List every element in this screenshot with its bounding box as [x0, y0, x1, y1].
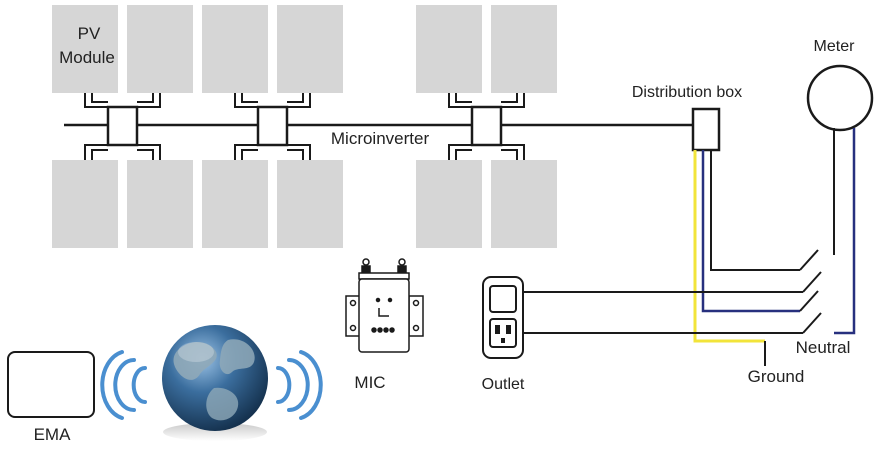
distribution-box	[691, 107, 721, 152]
pv-panel	[127, 160, 193, 248]
microinverter-1	[84, 93, 161, 160]
meter-label: Meter	[814, 38, 856, 55]
ground-label: Ground	[748, 367, 805, 386]
pv-panel	[202, 5, 268, 93]
pv-panel	[416, 5, 482, 93]
pv-module-label-line2: Module	[59, 48, 115, 67]
pv-panel	[416, 160, 482, 248]
wifi-waves-icon-left	[100, 350, 147, 420]
live-wire-dbox	[710, 150, 800, 271]
pv-panel	[277, 5, 343, 93]
outlet-label: Outlet	[482, 376, 525, 393]
pv-panel	[491, 160, 557, 248]
meter-icon	[806, 64, 874, 132]
mic-label: MIC	[354, 373, 385, 392]
ema-label: EMA	[34, 425, 72, 444]
switch-contacts	[799, 249, 822, 334]
microinverter-2	[234, 93, 311, 160]
pv-panels-bottom	[52, 160, 557, 248]
ema-display-icon	[7, 351, 95, 418]
pv-module-label-line1: PV	[78, 24, 101, 43]
neutral-wire-blue-1	[701, 150, 800, 313]
mic-device-icon	[345, 258, 424, 353]
neutral-label: Neutral	[796, 338, 851, 357]
ground-wire-yellow	[693, 150, 765, 343]
pv-panel	[52, 5, 118, 93]
neutral-wire-blue-2	[834, 128, 856, 335]
globe-icon	[162, 325, 268, 441]
pv-panel	[52, 160, 118, 248]
microinverter-label: Microinverter	[331, 129, 430, 148]
microinverter-3	[448, 93, 525, 160]
pv-panel	[491, 5, 557, 93]
distribution-box-label: Distribution box	[632, 84, 742, 101]
pv-panel	[127, 5, 193, 93]
microinverter-label-bg	[318, 127, 443, 149]
pv-panel	[202, 160, 268, 248]
pv-panels-top	[52, 5, 557, 93]
pv-panel	[277, 160, 343, 248]
wifi-waves-icon-right	[276, 350, 323, 420]
power-outlet-icon	[482, 276, 524, 359]
